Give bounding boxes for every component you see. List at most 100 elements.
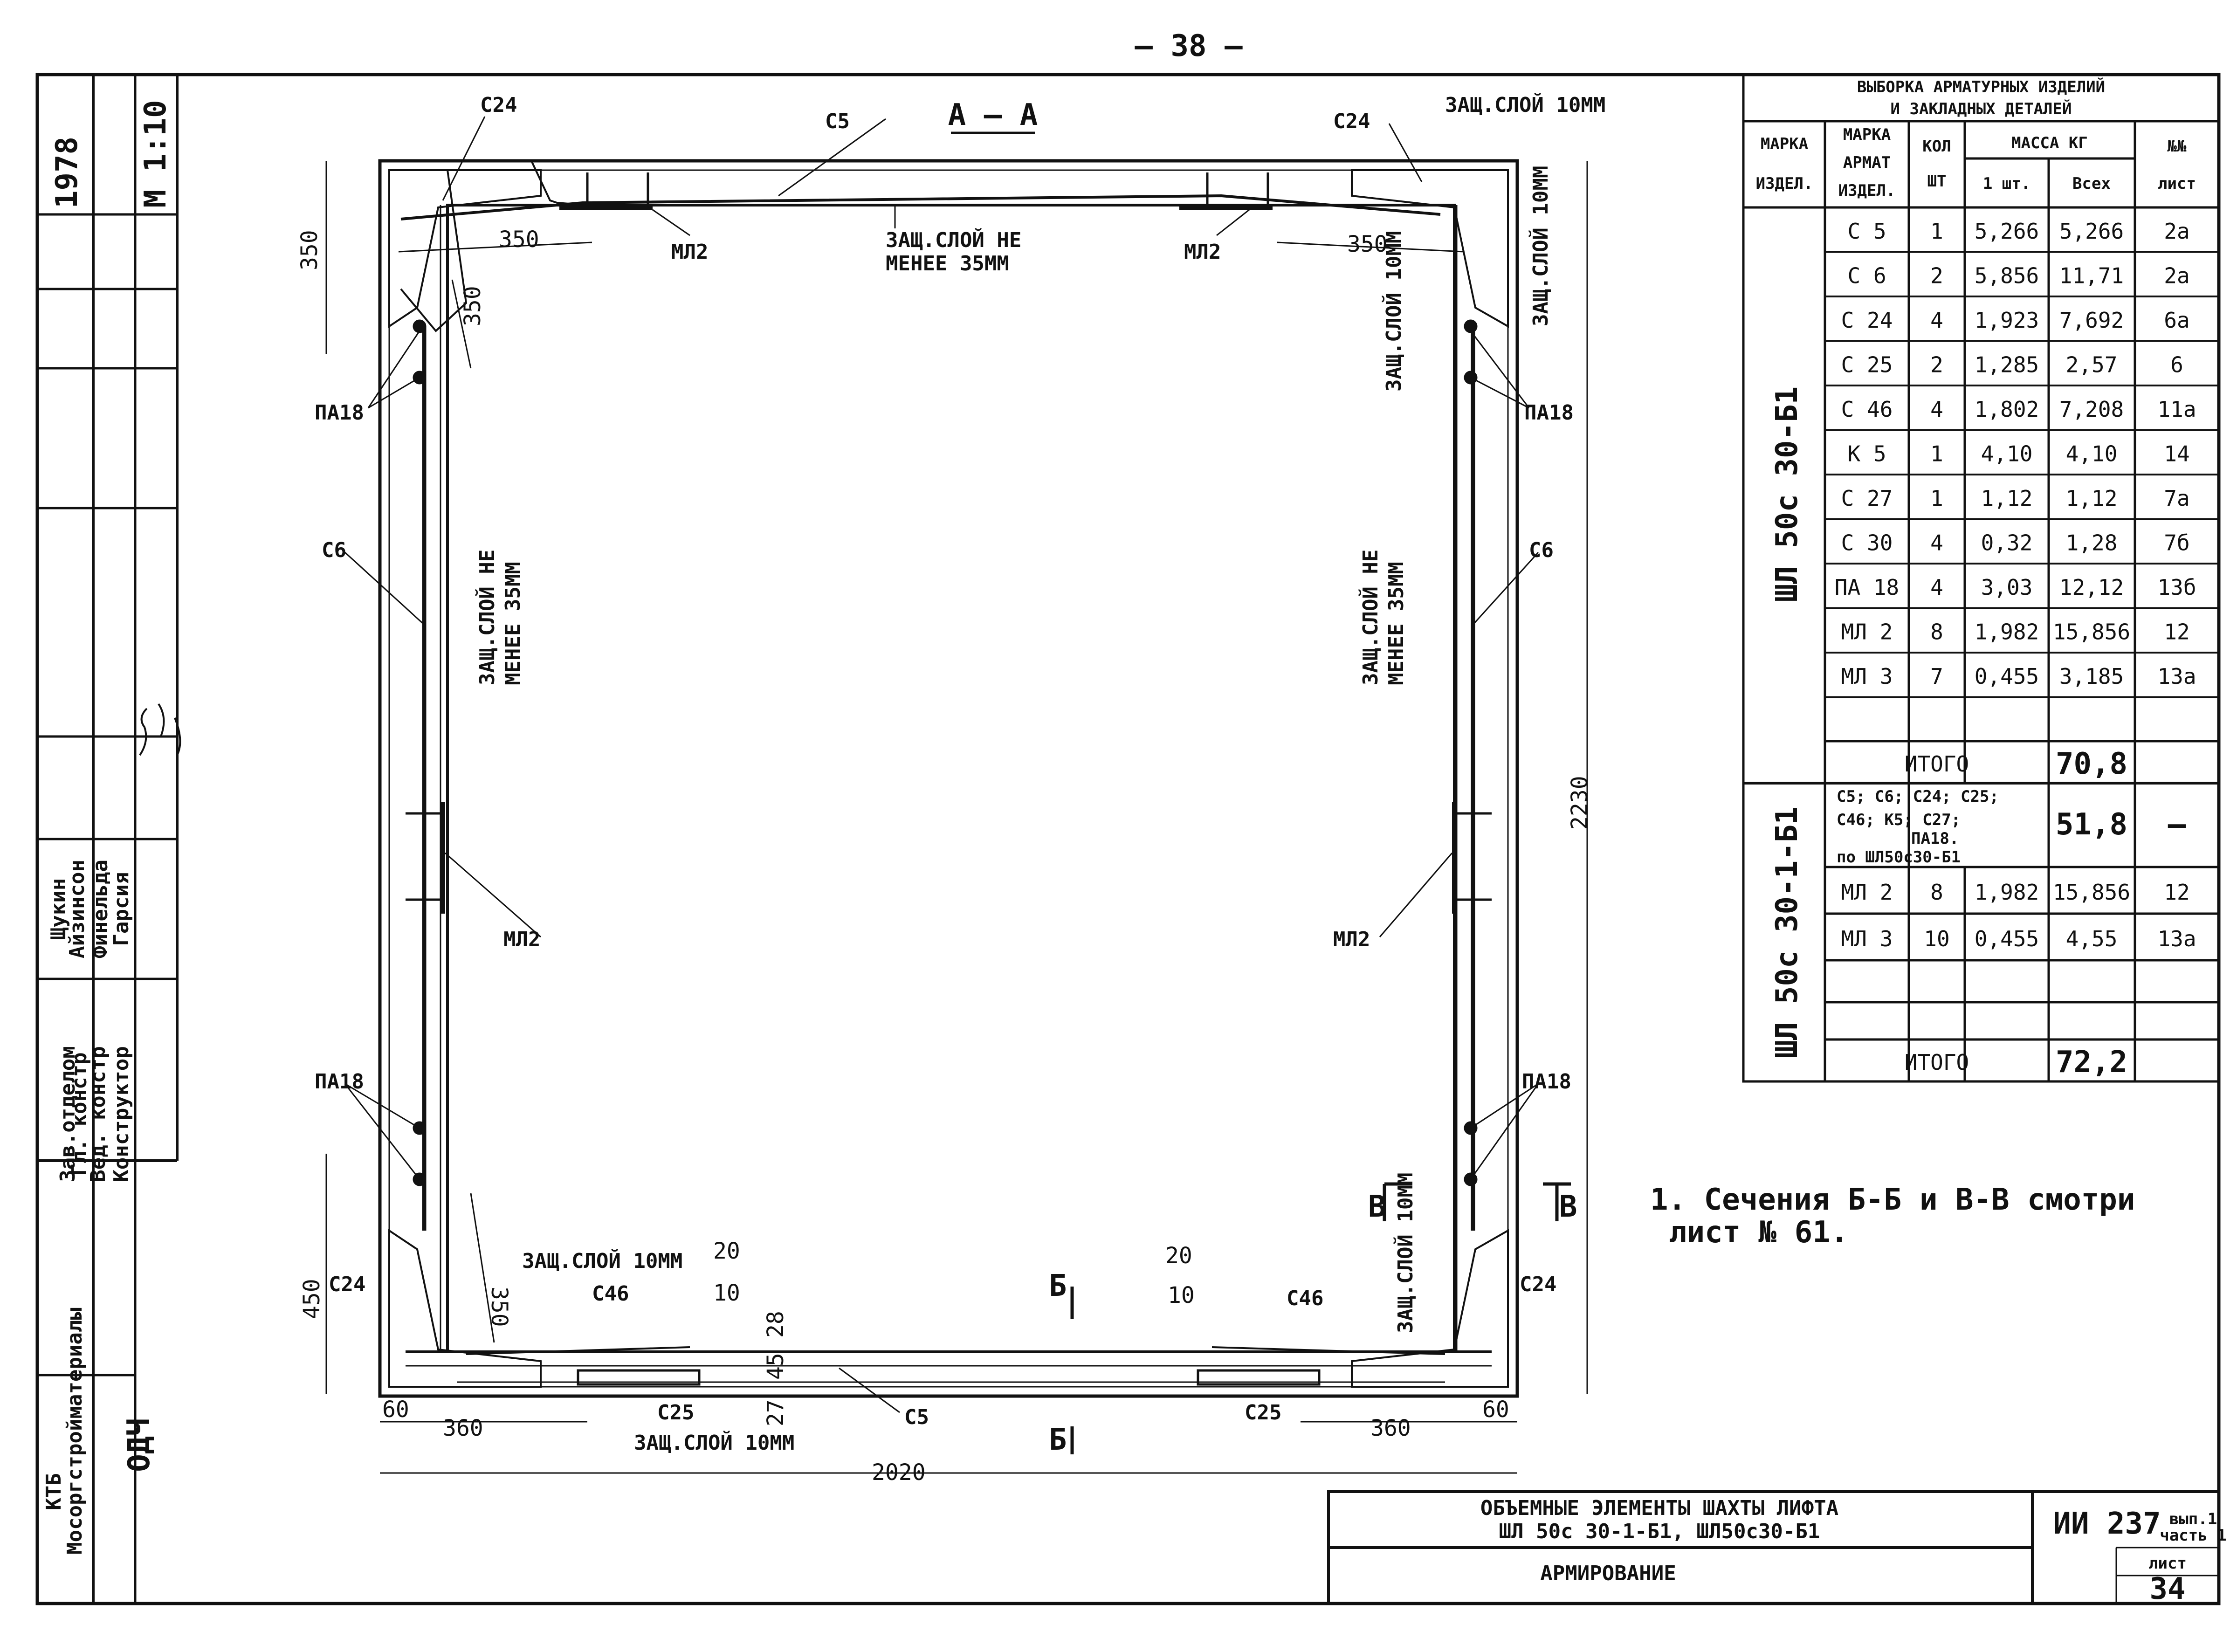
g1-row-1-col-2: 5,856 — [1975, 263, 2039, 288]
hdr-mark-arm-3: ИЗДЕЛ. — [1838, 181, 1896, 200]
g1-row-0-col-1: 1 — [1930, 219, 1943, 244]
g1-row-1-col-3: 11,71 — [2059, 263, 2124, 288]
g1-row-10-col-4: 13а — [2157, 664, 2196, 689]
total-1: 70,8 — [2056, 747, 2127, 781]
sheet-number: 34 — [2149, 1572, 2185, 1606]
hdr-mass-one: 1 шт. — [1983, 174, 2030, 193]
g1-row-4-col-1: 4 — [1930, 397, 1943, 422]
dim-350-bl: 350 — [486, 1287, 512, 1327]
g1-row-6-col-0: С 27 — [1841, 486, 1893, 511]
g1-row-0-col-3: 5,266 — [2059, 219, 2124, 244]
total-2: 72,2 — [2056, 1045, 2127, 1080]
role-3: Вед. констр — [86, 1046, 110, 1182]
g1-row-7-col-2: 0,32 — [1981, 530, 2033, 555]
dim-360-l: 360 — [443, 1415, 483, 1441]
dim-2230: 2230 — [1567, 776, 1593, 830]
cover-top-2: МЕНЕЕ 35ММ — [886, 252, 1009, 275]
g1-row-4-col-3: 7,208 — [2059, 397, 2124, 422]
dim-350-tr: 350 — [1347, 231, 1388, 257]
label-pa18-tr: ПА18 — [1524, 401, 1574, 425]
cover-right-1: ЗАЩ.СЛОЙ НЕ — [1358, 550, 1383, 685]
label-c24-bl: С24 — [329, 1273, 365, 1296]
hdr-mass: МАССА КГ — [2011, 134, 2088, 152]
g1-row-9-col-3: 15,856 — [2053, 619, 2130, 644]
label-c24-tl: С24 — [480, 93, 517, 117]
g1-row-7-col-0: С 30 — [1841, 530, 1893, 555]
dim-350-left: 350 — [296, 230, 323, 270]
cover-top-1: ЗАЩ.СЛОЙ НЕ — [886, 227, 1021, 252]
dim-350-diag: 350 — [460, 286, 486, 326]
label-m12-tl: МЛ2 — [671, 240, 708, 264]
note-line-2: лист № 61. — [1669, 1215, 1848, 1250]
g1-row-0-col-2: 5,266 — [1975, 219, 2039, 244]
section-mark-v-r: В — [1559, 1190, 1577, 1224]
g1-row-10-col-3: 3,185 — [2059, 664, 2124, 689]
g2-row-0-col-4: 12 — [2164, 880, 2189, 905]
section-mark-b-top: Б — [1049, 1269, 1067, 1303]
g1-row-10-col-2: 0,455 — [1975, 664, 2039, 689]
section-mark-v-l: В — [1368, 1190, 1386, 1224]
section-title: А – А — [948, 98, 1038, 132]
total-label-2: ИТОГО — [1905, 1050, 1969, 1075]
g1-row-8-col-2: 3,03 — [1981, 575, 2033, 600]
label-c25-l: С25 — [657, 1401, 694, 1425]
g1-row-3-col-3: 2,57 — [2066, 352, 2118, 377]
g1-row-0-col-4: 2а — [2164, 219, 2189, 244]
g2-row-1-col-1: 10 — [1924, 926, 1949, 951]
combo-line-1: С5; С6; С24; С25; — [1837, 787, 1999, 806]
g1-row-2-col-4: 6а — [2164, 308, 2189, 333]
sheet-frame — [35, 73, 2221, 1605]
doc-vyp: вып.1 — [2169, 1510, 2217, 1528]
g1-row-7-col-3: 1,28 — [2066, 530, 2118, 555]
hdr-mark-item-1: МАРКА — [1761, 135, 1808, 153]
label-c24-tr: С24 — [1333, 110, 1370, 133]
g1-row-5-col-0: К 5 — [1847, 441, 1886, 466]
hdr-mass-all: Всех — [2072, 174, 2111, 193]
g2-row-1-col-4: 13а — [2157, 926, 2196, 951]
g1-row-5-col-1: 1 — [1930, 441, 1943, 466]
hdr-qty-2: ШТ — [1927, 172, 1947, 191]
label-c46-r: С46 — [1287, 1287, 1323, 1310]
g1-row-1-col-4: 2а — [2164, 263, 2189, 288]
g1-row-8-col-4: 13б — [2157, 575, 2196, 600]
g1-row-6-col-2: 1,12 — [1981, 486, 2033, 511]
combo-line-4: по ШЛ50с30-Б1 — [1837, 848, 1961, 867]
label-c5-bot: С5 — [904, 1405, 929, 1429]
dim-20-l: 20 — [713, 1238, 740, 1264]
label-m12-tr: МЛ2 — [1184, 240, 1221, 264]
g1-row-1-col-1: 2 — [1930, 263, 1943, 288]
label-m12-l: МЛ2 — [503, 928, 540, 951]
g1-row-4-col-0: С 46 — [1841, 397, 1893, 422]
group2-label: ШЛ 50с 30-1-Б1 — [1770, 806, 1804, 1058]
g1-row-2-col-1: 4 — [1930, 308, 1943, 333]
scale-text: М 1:10 — [138, 100, 173, 207]
code-odch: ОДЧ — [122, 1418, 157, 1472]
left-strip: 1978 М 1:10 Зав.отделом Гл. констр Вед. … — [42, 100, 181, 1555]
g1-row-9-col-2: 1,982 — [1975, 619, 2039, 644]
dim-45: 45 — [763, 1353, 789, 1380]
year-text: 1978 — [50, 137, 84, 208]
role-4: Конструктор — [110, 1046, 133, 1182]
role-1: Зав.отделом — [56, 1046, 80, 1182]
g2-row-0-col-2: 1,982 — [1975, 880, 2039, 905]
title-line-2: ШЛ 50с 30-1-Б1, ШЛ50с30-Б1 — [1499, 1520, 1820, 1543]
g1-row-3-col-2: 1,285 — [1975, 352, 2039, 377]
g1-row-8-col-3: 12,12 — [2059, 575, 2124, 600]
cover-right-2: МЕНЕЕ 35ММ — [1384, 562, 1408, 685]
g2-row-1-col-0: МЛ 3 — [1841, 926, 1893, 951]
g1-row-8-col-0: ПА 18 — [1835, 575, 1899, 600]
g1-row-3-col-4: 6 — [2170, 352, 2183, 377]
section-mark-b-bot: Б — [1049, 1423, 1067, 1457]
dim-60-r: 60 — [1482, 1397, 1509, 1423]
cover10-right: ЗАЩ.СЛОЙ 10ММ — [1528, 166, 1553, 326]
section-drawing — [325, 116, 1588, 1474]
name-4: Гарсия — [110, 872, 133, 946]
doc-part: часть 1 — [2160, 1526, 2226, 1545]
g1-row-3-col-0: С 25 — [1841, 352, 1893, 377]
g2-row-1-col-3: 4,55 — [2066, 926, 2118, 951]
cover10-bl: ЗАЩ.СЛОЙ 10ММ — [522, 1248, 682, 1273]
g1-row-10-col-0: МЛ 3 — [1841, 664, 1893, 689]
hdr-sheet-1: №№ — [2168, 137, 2187, 156]
dim-350-tl: 350 — [499, 227, 539, 253]
table-title-1: ВЫБОРКА АРМАТУРНЫХ ИЗДЕЛИЙ — [1857, 77, 2105, 96]
